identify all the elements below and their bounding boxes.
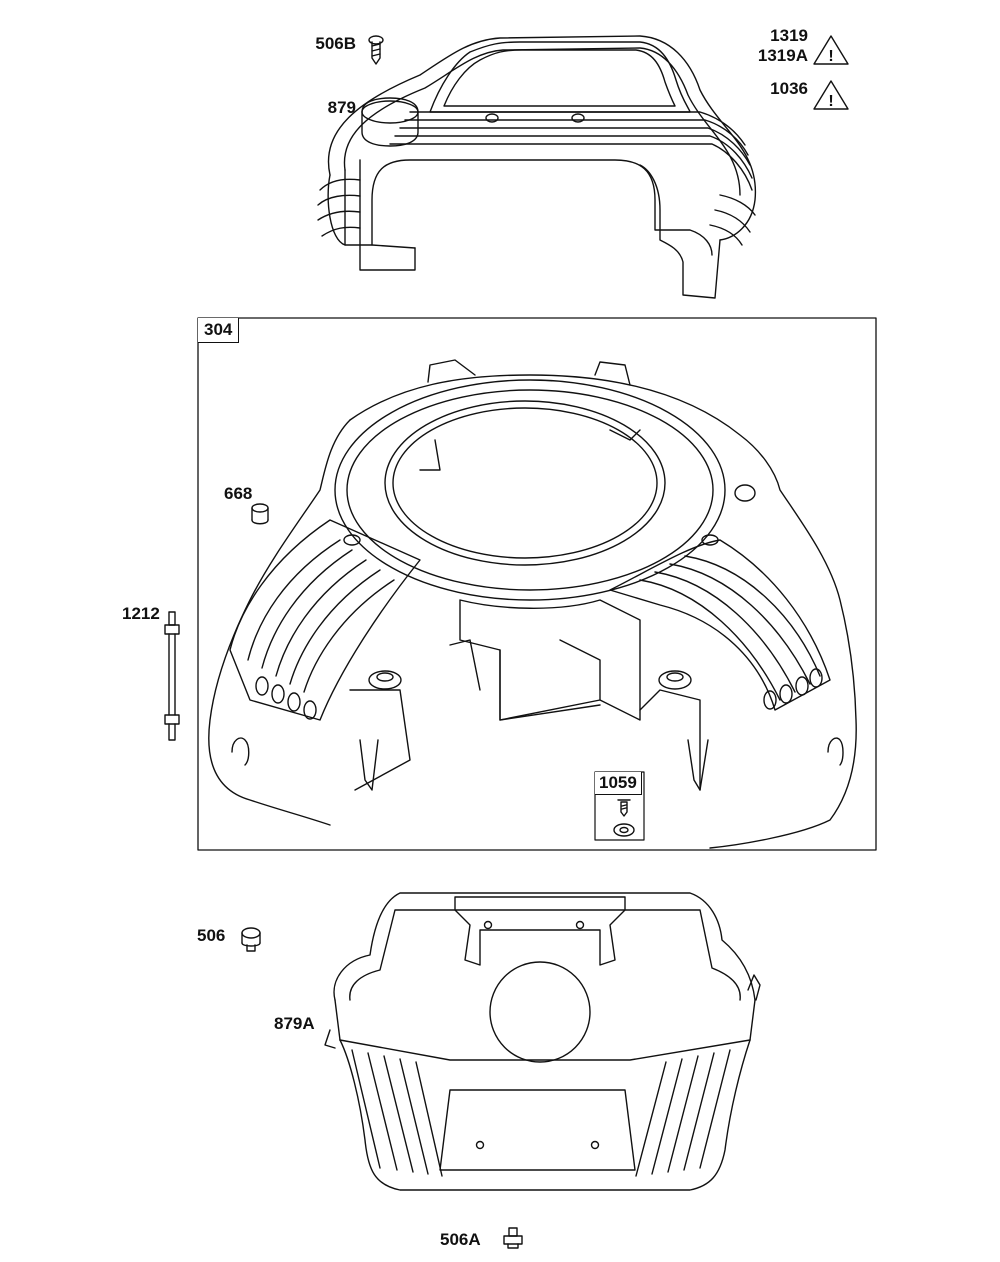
warning-triangle-icon — [813, 80, 849, 110]
callout-506A: 506A — [440, 1230, 481, 1249]
callout-1319: 1319 — [770, 26, 808, 45]
callout-1059: 1059 — [595, 772, 642, 795]
hex-bolt-icon — [241, 927, 261, 952]
stud-icon — [164, 611, 180, 741]
callout-304: 304 — [198, 318, 240, 343]
warning-mark: ! — [828, 93, 833, 110]
callout-506B: 506B — [315, 34, 356, 53]
callout-1319A: 1319A — [757, 46, 808, 65]
callout-879A: 879A — [274, 1014, 315, 1033]
callout-1036: 1036 — [770, 79, 808, 98]
callout-668: 668 — [224, 484, 253, 503]
callout-506: 506 — [197, 926, 226, 945]
warning-mark: ! — [828, 48, 833, 65]
screw-icon — [368, 35, 384, 65]
washer-icon — [613, 823, 635, 837]
top-shroud-part-879 — [317, 35, 757, 299]
callout-1212: 1212 — [122, 604, 160, 623]
bushing-icon — [251, 503, 269, 525]
kit-304-box — [197, 317, 877, 851]
screw-icon — [503, 1227, 523, 1249]
warning-triangle-icon — [813, 35, 849, 65]
callout-879: 879 — [327, 98, 356, 117]
rear-shroud-part-879A — [324, 892, 761, 1191]
blower-housing-part-304 — [197, 317, 877, 851]
screw-icon — [617, 799, 631, 817]
